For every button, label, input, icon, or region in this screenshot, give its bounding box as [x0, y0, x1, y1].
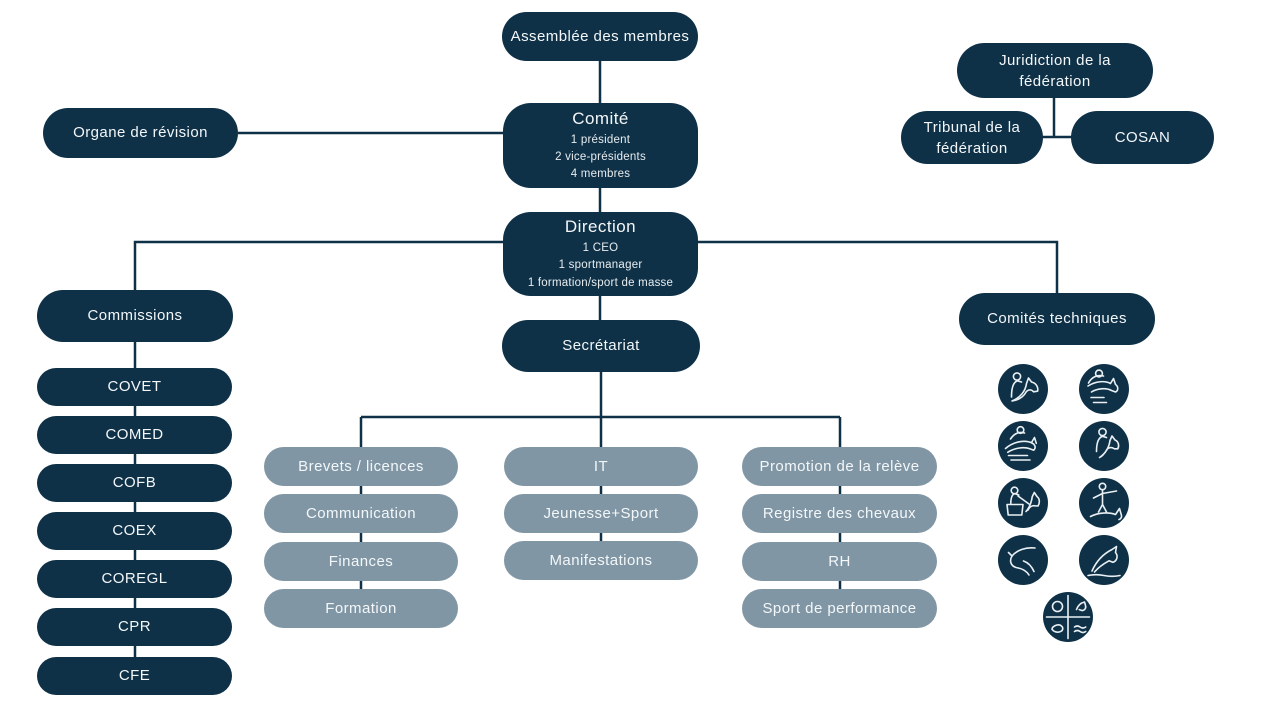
node-subline: 1 CEO	[582, 242, 619, 255]
node-label: Registre des chevaux	[762, 504, 917, 522]
node-commission-comed: COMED	[37, 416, 232, 454]
node-juridiction-federation: Juridiction de la fédération	[957, 43, 1153, 98]
node-commissions: Commissions	[37, 290, 233, 342]
node-label: Communication	[305, 504, 417, 522]
node-service-rh: RH	[742, 542, 937, 581]
node-commission-covet: COVET	[37, 368, 232, 406]
node-label: Brevets / licences	[298, 457, 424, 475]
node-subline: 4 membres	[570, 168, 631, 181]
endurance-rider-icon	[1079, 421, 1129, 471]
node-service-it: IT	[504, 447, 698, 486]
node-subline: 1 formation/sport de masse	[527, 276, 674, 289]
vaulting-icon	[1079, 478, 1129, 528]
jumping-icon	[1079, 364, 1129, 414]
node-label: COEX	[112, 522, 157, 540]
node-label: CPR	[117, 618, 152, 636]
node-label: Manifestations	[549, 551, 653, 569]
driving-icon	[998, 478, 1048, 528]
node-assemblee-des-membres: Assemblée des membres	[502, 12, 698, 61]
node-service-manifestations: Manifestations	[504, 541, 698, 580]
node-service-registre-chevaux: Registre des chevaux	[742, 494, 937, 533]
node-label: Commissions	[87, 307, 183, 325]
node-organe-de-revision: Organe de révision	[43, 108, 238, 158]
node-commission-coex: COEX	[37, 512, 232, 550]
horse-head-icon	[1079, 535, 1129, 585]
node-service-finances: Finances	[264, 542, 458, 581]
node-label: COFB	[112, 474, 157, 492]
node-service-formation: Formation	[264, 589, 458, 628]
node-label: IT	[593, 457, 609, 475]
node-label: COSAN	[1114, 128, 1171, 146]
node-comite: Comité 1 président 2 vice-présidents 4 m…	[503, 103, 698, 188]
node-label: Tribunal de la fédération	[923, 118, 1021, 157]
node-subline: 1 sportmanager	[558, 259, 643, 272]
node-label: Jeunesse+Sport	[543, 504, 659, 522]
node-label: Finances	[328, 552, 394, 570]
node-subline: 1 président	[570, 133, 631, 146]
node-label: CFE	[118, 667, 151, 685]
dressage-icon	[998, 364, 1048, 414]
node-label: Secrétariat	[562, 337, 640, 355]
horse-head-bent-icon	[998, 535, 1048, 585]
node-label: Comités techniques	[987, 310, 1127, 328]
node-commission-cfe: CFE	[37, 657, 232, 695]
node-label: COMED	[105, 426, 164, 444]
node-label: COVET	[107, 378, 162, 396]
node-label: Formation	[325, 599, 397, 617]
node-subline: 2 vice-présidents	[555, 150, 646, 163]
node-cosan: COSAN	[1071, 111, 1214, 164]
node-label: Sport de performance	[762, 599, 917, 617]
node-label: Promotion de la relève	[759, 457, 920, 475]
node-commission-coregl: COREGL	[37, 560, 232, 598]
node-tribunal-federation: Tribunal de la fédération	[901, 111, 1043, 164]
node-label: Organe de révision	[73, 124, 208, 142]
node-direction: Direction 1 CEO 1 sportmanager 1 formati…	[503, 212, 698, 296]
node-service-sport-performance: Sport de performance	[742, 589, 937, 628]
node-label: Juridiction de la fédération	[999, 51, 1111, 90]
node-label: RH	[828, 552, 851, 570]
node-service-communication: Communication	[264, 494, 458, 533]
node-title: Comité	[572, 108, 629, 128]
node-service-jeunesse-sport: Jeunesse+Sport	[504, 494, 698, 533]
node-commission-cpr: CPR	[37, 608, 232, 646]
node-commission-cofb: COFB	[37, 464, 232, 502]
node-title: Direction	[564, 217, 637, 237]
node-label: COREGL	[101, 570, 168, 588]
node-service-brevets-licences: Brevets / licences	[264, 447, 458, 486]
node-secretariat: Secrétariat	[502, 320, 700, 372]
multi-disciplines-icon	[1043, 592, 1093, 642]
node-service-promotion-releve: Promotion de la relève	[742, 447, 937, 486]
eventing-icon	[998, 421, 1048, 471]
node-comites-techniques: Comités techniques	[959, 293, 1155, 345]
node-label: Assemblée des membres	[510, 27, 690, 45]
